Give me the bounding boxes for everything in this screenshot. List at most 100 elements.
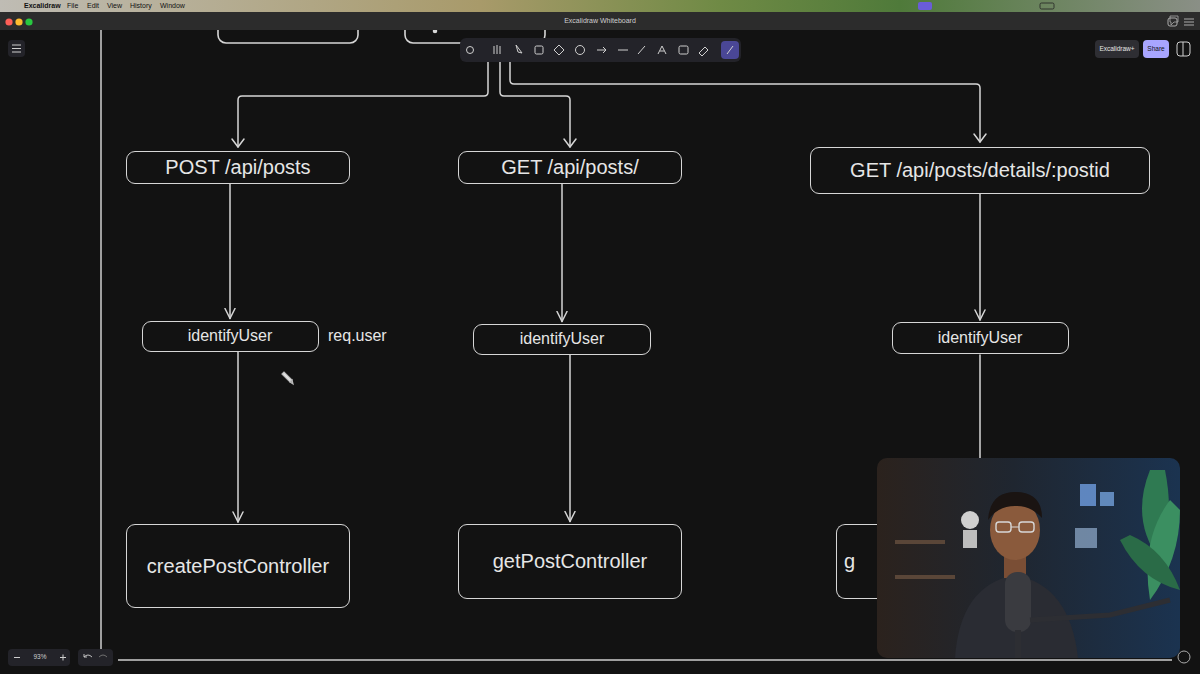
tool-bar <box>727 46 733 54</box>
menu-bar <box>1040 3 1054 9</box>
title-bar <box>0 12 1200 30</box>
zoom-level: 93% <box>33 653 46 660</box>
webcam-scene <box>1015 630 1021 658</box>
menu-item: Edit <box>87 2 99 10</box>
top-right-buttons <box>1177 42 1190 56</box>
title-bar <box>1184 19 1194 25</box>
tool-bar <box>699 47 708 56</box>
tool-bar <box>460 38 741 62</box>
tool-bar <box>467 45 734 56</box>
branch-connector <box>564 139 576 147</box>
branch-connector <box>232 139 244 147</box>
node-label: POST /api/posts <box>165 156 310 179</box>
tool-bar <box>554 45 564 55</box>
tool-bar <box>679 46 688 54</box>
zoom-bar <box>84 654 92 657</box>
flow-arrow <box>569 356 571 522</box>
title-bar <box>25 18 32 25</box>
menu-item: File <box>67 2 78 10</box>
tool-bar <box>460 38 741 62</box>
route-box: GET /api/posts/details/:postid <box>810 147 1150 194</box>
tool-bar <box>535 46 543 54</box>
menu-bar <box>0 0 1200 12</box>
title-bar <box>5 18 12 25</box>
button-text: Excalidraw+ <box>1099 45 1134 52</box>
zoom-bar <box>99 655 107 657</box>
annotation-text: req.user <box>328 327 387 345</box>
node-label: GET /api/posts/ <box>501 156 638 179</box>
menu-bar <box>918 2 932 10</box>
route-box: GET /api/posts/ <box>458 151 682 184</box>
node-label: getPostController <box>493 550 648 573</box>
webcam-scene <box>1019 522 1034 532</box>
route-box: POST /api/posts <box>126 151 350 184</box>
controller-box: getPostController <box>458 524 682 599</box>
zoom-bar <box>14 657 20 658</box>
zoom-bar <box>78 649 113 666</box>
tool-bar <box>494 45 500 54</box>
tool-bar <box>658 46 666 54</box>
node-label: identifyUser <box>520 330 604 348</box>
node-label: identifyUser <box>188 327 272 345</box>
zoom-bar <box>60 655 66 661</box>
tool-bar <box>638 46 645 54</box>
controller-box: g <box>836 524 877 599</box>
middleware-box: identifyUser <box>892 322 1069 354</box>
frame-line <box>101 30 1172 660</box>
webcam-scene <box>1075 528 1097 548</box>
webcam-scene <box>996 522 1011 532</box>
menu-item: Window <box>160 2 185 10</box>
webcam-scene <box>1005 572 1031 632</box>
menu-button <box>12 45 21 52</box>
tool-bar <box>516 45 522 53</box>
window-title: Excalidraw Whiteboard <box>564 17 636 25</box>
webcam-scene <box>988 492 1042 520</box>
webcam-scene <box>1011 526 1019 527</box>
branch-connector <box>974 134 986 142</box>
tool-bar <box>721 41 739 59</box>
top-right-buttons <box>1183 42 1184 56</box>
tool-bar <box>597 47 606 53</box>
flow-arrow <box>979 195 981 321</box>
webcam-scene <box>1030 600 1170 620</box>
middleware-box: identifyUser <box>473 324 651 355</box>
webcam-scene <box>895 540 945 544</box>
node-label: createPostController <box>147 555 329 578</box>
webcam-scene <box>895 575 955 579</box>
menu-item: View <box>107 2 122 10</box>
menu-item: History <box>130 2 152 10</box>
flow-arrow <box>561 185 563 322</box>
frame-line <box>118 659 1172 661</box>
title-bar <box>0 12 1200 30</box>
node-label: GET /api/posts/details/:postid <box>850 159 1110 182</box>
webcam-scene <box>877 458 1180 658</box>
node-label: g <box>844 550 855 573</box>
menu-bar <box>0 0 1200 12</box>
zoom-bar <box>8 649 70 666</box>
node-label: identifyUser <box>938 329 1022 347</box>
top-right-buttons <box>1143 40 1169 58</box>
branch-connector <box>238 45 488 147</box>
webcam-scene <box>961 511 979 529</box>
tool-bar <box>618 50 628 51</box>
webcam-scene <box>1080 484 1096 506</box>
controller-box: createPostController <box>126 524 350 608</box>
pencil-cursor <box>290 380 293 384</box>
flow-arrow <box>229 185 231 319</box>
zoom-bar <box>8 649 1190 666</box>
webcam-scene <box>1100 492 1114 506</box>
pencil-cursor <box>282 372 292 382</box>
top-right-buttons <box>1095 40 1139 58</box>
pencil-cursor <box>282 372 293 384</box>
tool-bar <box>467 47 474 54</box>
frame-line <box>100 30 102 660</box>
zoom-bar <box>1178 651 1190 663</box>
menu-button <box>8 40 25 57</box>
tool-bar <box>576 46 585 55</box>
title-bar <box>15 18 22 25</box>
top-right-buttons <box>1170 16 1178 25</box>
